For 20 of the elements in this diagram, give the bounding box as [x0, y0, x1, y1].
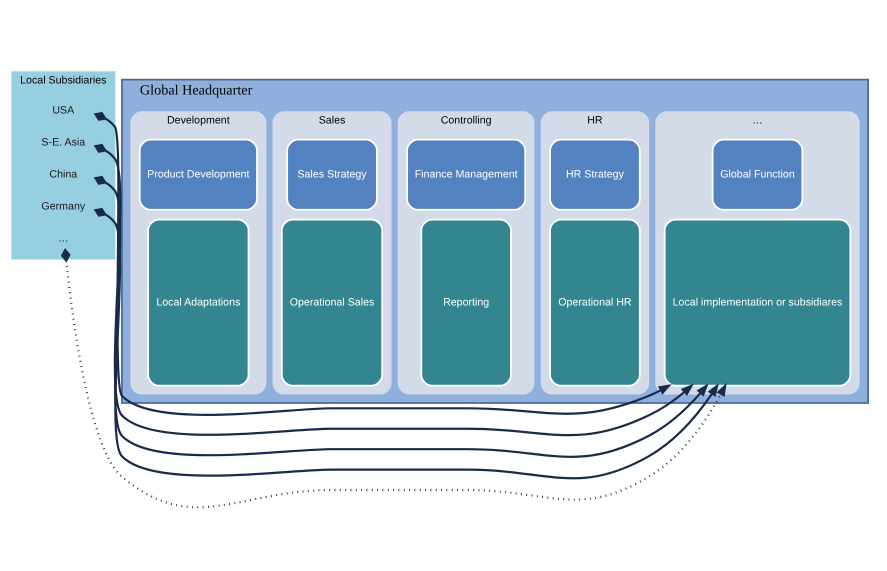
node-box: Local implementation or subsidiares — [664, 218, 852, 386]
node-text: S-E. Asia — [41, 136, 86, 148]
arrow — [60, 247, 727, 508]
node-text: USA — [52, 104, 74, 116]
node-box: Finance Management — [406, 138, 526, 210]
arrow — [94, 111, 672, 416]
arrow — [94, 175, 709, 458]
node-box: Operational Sales — [280, 218, 384, 386]
node-box: HR Strategy — [549, 138, 641, 210]
arrow — [94, 143, 694, 436]
node-box: Operational HR — [549, 218, 641, 386]
node-text: … — [58, 232, 69, 244]
node-text: Germany — [41, 200, 86, 212]
arrow — [94, 207, 719, 479]
node-box: Reporting — [420, 218, 512, 386]
node-box: Product Development — [138, 138, 258, 210]
node-box: Sales Strategy — [286, 138, 378, 210]
node-text: China — [49, 168, 78, 180]
node-box: Local Adaptations — [147, 218, 250, 386]
node-box: Global Function — [712, 138, 804, 210]
